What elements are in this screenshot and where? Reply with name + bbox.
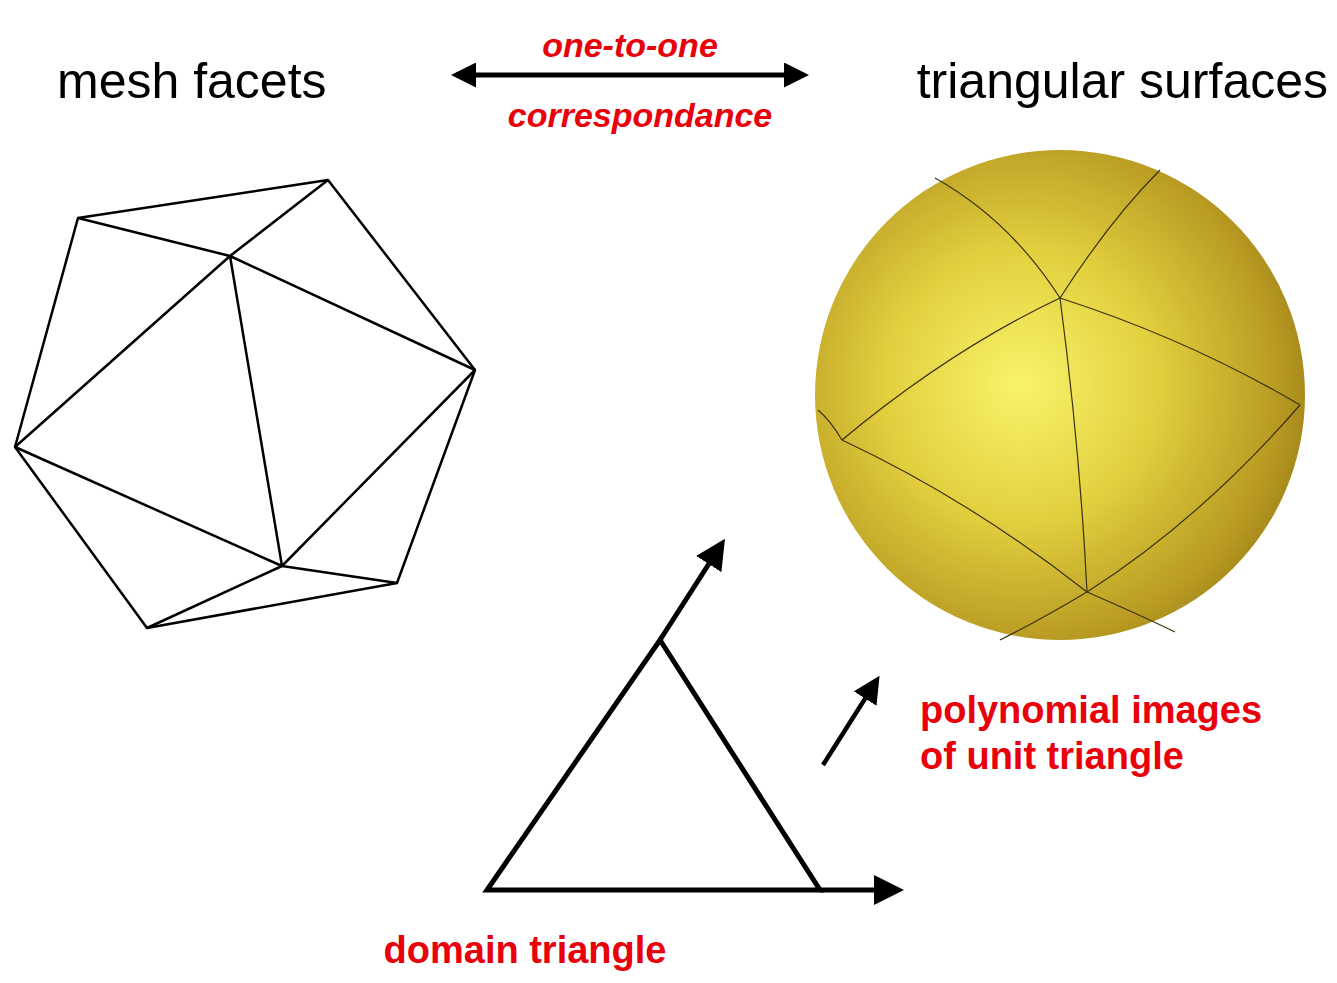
sphere (815, 150, 1305, 640)
heading-text: mesh facets (57, 51, 327, 111)
annotation-label: correspondance (508, 95, 773, 136)
icosahedron (15, 180, 475, 628)
domain-triangle (487, 559, 880, 890)
annotation-label: domain triangle (384, 928, 667, 974)
caption-node: triangular surfaces (810, 40, 1332, 110)
annotation-label: polynomial images of unit triangle (920, 688, 1292, 779)
edge-label: one-to-one (542, 26, 718, 65)
correspondence-arrow (456, 73, 804, 78)
heading-text: triangular surfaces (917, 51, 1328, 111)
caption-node: mesh facets (55, 40, 450, 110)
